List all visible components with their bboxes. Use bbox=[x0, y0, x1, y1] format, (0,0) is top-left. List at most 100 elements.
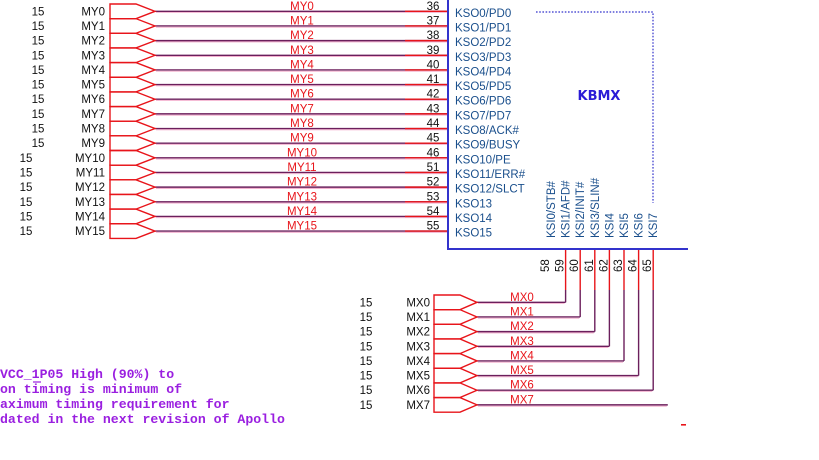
my-port-connector[interactable] bbox=[109, 32, 157, 49]
port-ref-number: 15 bbox=[32, 109, 45, 121]
my-net-label: MY0 bbox=[290, 1, 314, 13]
kso-pin-name: KSO13 bbox=[455, 198, 492, 210]
my-port-connector[interactable] bbox=[109, 91, 157, 108]
note-line: dated in the next revision of Apollo bbox=[0, 412, 285, 427]
port-ref-number: 15 bbox=[32, 80, 45, 92]
port-ref-number: 15 bbox=[360, 312, 373, 324]
my-net-label: MY15 bbox=[287, 221, 317, 233]
mx-port-label: MX7 bbox=[406, 400, 430, 412]
mx-port-connector[interactable] bbox=[433, 323, 479, 340]
port-ref-number: 15 bbox=[32, 94, 45, 106]
my-port-label: MY9 bbox=[81, 138, 105, 150]
my-port-connector[interactable] bbox=[109, 120, 157, 137]
ksi-pin-name: KSI0/STB# bbox=[546, 181, 558, 238]
my-port-connector[interactable] bbox=[109, 17, 157, 34]
pin-number: 46 bbox=[427, 147, 440, 159]
pin-number: 39 bbox=[427, 45, 440, 57]
my-port-label: MY6 bbox=[81, 94, 105, 106]
pin-number: 52 bbox=[427, 177, 440, 189]
port-ref-number: 15 bbox=[360, 356, 373, 368]
mx-port-connector[interactable] bbox=[433, 367, 479, 384]
my-net-label: MY8 bbox=[290, 118, 314, 130]
mx-port-connector[interactable] bbox=[433, 294, 479, 311]
my-port-connector[interactable] bbox=[109, 193, 157, 210]
my-port-connector[interactable] bbox=[109, 76, 157, 93]
my-port-connector[interactable] bbox=[109, 179, 157, 196]
kso-pin-name: KSO15 bbox=[455, 228, 492, 240]
mx-port-label: MX0 bbox=[406, 297, 430, 309]
mx-net-label: MX0 bbox=[510, 292, 534, 304]
mx-port-label: MX6 bbox=[406, 385, 430, 397]
mx-net-label: MX6 bbox=[510, 380, 534, 392]
kbmx-component: KBMX bbox=[447, 0, 688, 250]
kso-pin-name: KSO5/PD5 bbox=[455, 81, 511, 93]
ksi-pin-name: KSI3/SLIN# bbox=[590, 177, 602, 238]
mx-port-connector[interactable] bbox=[433, 352, 479, 369]
my-port-label: MY15 bbox=[75, 226, 105, 238]
pin-number: 59 bbox=[555, 259, 567, 272]
pin-number: 61 bbox=[584, 259, 596, 272]
mx-port-connector[interactable] bbox=[433, 396, 479, 413]
port-ref-number: 15 bbox=[32, 36, 45, 48]
my-port-connector[interactable] bbox=[109, 47, 157, 64]
ksi-pin-name: KSI2/INIT# bbox=[575, 181, 587, 238]
port-ref-number: 15 bbox=[20, 211, 33, 223]
mx-port-connector[interactable] bbox=[433, 308, 479, 325]
ksi-pin-name: KSI7 bbox=[648, 213, 660, 238]
pin-number: 60 bbox=[569, 259, 581, 272]
pin-number: 38 bbox=[427, 30, 440, 42]
my-port-connector[interactable] bbox=[109, 223, 157, 240]
kso-pin-name: KSO7/PD7 bbox=[455, 110, 511, 122]
mx-net-label: MX5 bbox=[510, 365, 534, 377]
ksi-pin-name: KSI4 bbox=[604, 212, 616, 238]
kso-pin-name: KSO2/PD2 bbox=[455, 37, 511, 49]
note-line: aximum timing requirement for bbox=[0, 397, 230, 412]
kso-pin-name: KSO14 bbox=[455, 213, 493, 225]
port-ref-number: 15 bbox=[32, 6, 45, 18]
my-port-connector[interactable] bbox=[109, 105, 157, 122]
pin-number: 62 bbox=[598, 259, 610, 272]
kso-pin-name: KSO10/PE bbox=[455, 154, 511, 166]
port-ref-number: 15 bbox=[360, 400, 373, 412]
port-ref-number: 15 bbox=[20, 167, 33, 179]
mx-port-connector[interactable] bbox=[433, 338, 479, 355]
my-port-connector[interactable] bbox=[109, 164, 157, 181]
kso-pin-name: KSO4/PD4 bbox=[455, 66, 512, 78]
my-port-connector[interactable] bbox=[109, 208, 157, 225]
pin-number: 45 bbox=[427, 133, 440, 145]
my-port-label: MY0 bbox=[81, 6, 105, 18]
my-net-label: MY1 bbox=[290, 15, 314, 27]
my-port-label: MY14 bbox=[75, 211, 106, 223]
my-port-label: MY10 bbox=[75, 153, 105, 165]
my-port-connector[interactable] bbox=[109, 61, 157, 78]
mx-net-label: MX7 bbox=[510, 394, 534, 406]
my-net-label: MY12 bbox=[287, 177, 317, 189]
kso-pin-labels: KSO0/PD0KSO1/PD1KSO2/PD2KSO3/PD3KSO4/PD4… bbox=[455, 8, 526, 240]
component-title: KBMX bbox=[578, 89, 621, 104]
my-port-connector[interactable] bbox=[109, 135, 157, 152]
kso-pin-name: KSO11/ERR# bbox=[455, 169, 526, 181]
port-ref-number: 15 bbox=[20, 226, 33, 238]
mx-net-label: MX3 bbox=[510, 336, 534, 348]
port-ref-number: 15 bbox=[360, 327, 373, 339]
my-port-label: MY11 bbox=[76, 167, 105, 179]
pin-number: 65 bbox=[642, 259, 654, 272]
my-port-connector[interactable] bbox=[109, 3, 157, 20]
port-ref-number: 15 bbox=[32, 138, 45, 150]
kso-pin-name: KSO8/ACK# bbox=[455, 125, 520, 137]
my-port-connector[interactable] bbox=[109, 149, 157, 166]
my-net-label: MY4 bbox=[290, 59, 314, 71]
pin-number: 42 bbox=[427, 89, 440, 101]
port-ref-number: 15 bbox=[20, 182, 33, 194]
pin-number: 44 bbox=[427, 118, 440, 130]
pin-number: 40 bbox=[427, 59, 440, 71]
my-net-label: MY3 bbox=[290, 45, 314, 57]
port-ref-number: 15 bbox=[20, 197, 33, 209]
mx-port-label: MX2 bbox=[406, 327, 430, 339]
mx-port-label: MX3 bbox=[406, 341, 430, 353]
my-port-label: MY13 bbox=[75, 197, 105, 209]
pin-number: 54 bbox=[427, 206, 440, 218]
mx-port-connector[interactable] bbox=[433, 382, 479, 399]
my-net-label: MY5 bbox=[290, 74, 314, 86]
